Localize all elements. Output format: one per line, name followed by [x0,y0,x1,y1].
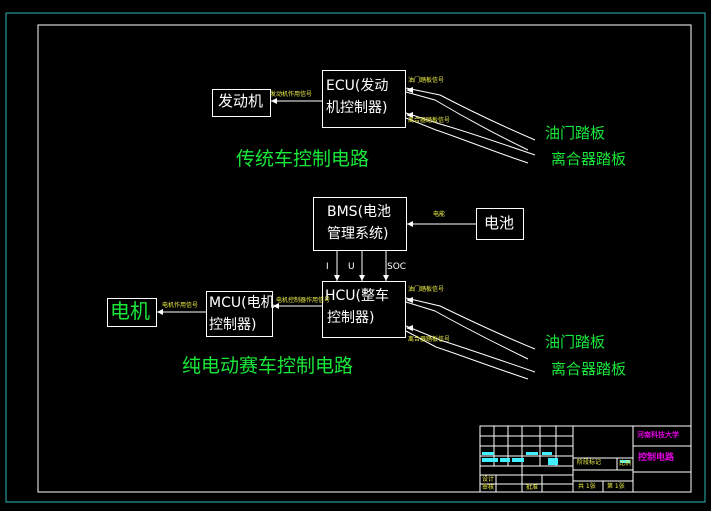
engine-label: 发动机 [218,92,264,110]
battery-signal-label: 电能 [433,211,446,218]
outer-frame [5,12,706,503]
diagram2-clutch-pedal-label: 离合器踏板 [551,360,627,378]
battery-label: 电池 [484,214,515,232]
bms-label-line2: 管理系统) [327,226,389,242]
bms-box [313,197,407,251]
motor-label: 电机 [110,299,150,323]
diagram2-title: 纯电动赛车控制电路 [182,355,354,377]
diagram1-title: 传统车控制电路 [236,148,370,170]
soc-label: SOC [387,262,407,272]
hcu-label-line2: 控制器) [327,310,375,326]
sheet-total: 共 1张 [578,483,596,490]
stage-mark-label: 阶段标记 [577,459,602,466]
diagram1-clutch-pedal-label: 离合器踏板 [551,150,627,168]
mcu-label-line1: MCU(电机 [209,295,275,311]
scale-label: 比例 [619,460,632,467]
ecu-label-line1: ECU(发动 [326,78,389,94]
hcu-box [322,281,406,338]
title-block-fills [482,452,630,465]
ecu-clutch-signal-label: 离合器踏板信号 [408,117,451,124]
diagram1-throttle-pedal-label: 油门踏板 [545,124,606,142]
bms-label-line1: BMS(电池 [327,204,392,220]
mcu-signal-label: 电机控制器作用信号 [276,297,331,304]
drawing-name: 控制电路 [638,453,675,463]
motor-signal-label: 电机作用信号 [162,302,199,309]
diagram2-throttle-pedal-label: 油门踏板 [545,333,606,351]
hcu-clutch-signal-label: 离合器踏板信号 [408,336,451,343]
motor-box [107,298,157,327]
battery-box [476,208,524,240]
current-label: I [326,262,329,272]
check-label: 审核 [482,484,495,491]
voltage-label: U [348,262,355,272]
engine-signal-label: 发动机作用信号 [270,91,313,98]
inner-frame [37,24,692,493]
ecu-box [322,70,406,128]
hcu-throttle-signal-label: 油门踏板信号 [408,286,445,293]
school-name: 河南科技大学 [637,431,679,439]
diagram2-wiring [157,221,536,380]
ecu-throttle-signal-label: 油门踏板信号 [408,77,445,84]
design-label: 设计 [482,476,495,483]
ecu-label-line2: 机控制器) [326,100,388,116]
approve-label: 批准 [526,484,539,491]
hcu-label-line1: HCU(整车 [325,288,390,304]
engine-box [212,89,271,117]
mcu-label-line2: 控制器) [209,317,257,333]
mcu-box [206,291,273,337]
sheet-number: 第 1张 [607,483,625,490]
diagram1-wiring [271,87,536,164]
